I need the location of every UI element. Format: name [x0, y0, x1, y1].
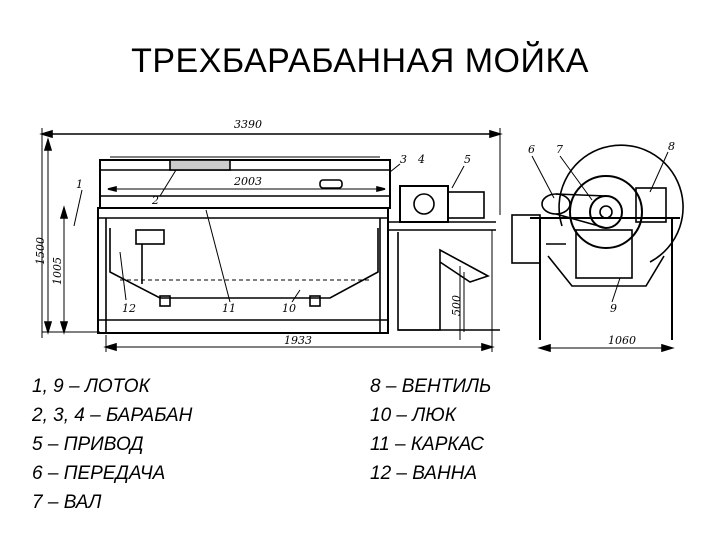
legend-item: 10 – ЛЮК: [370, 405, 456, 426]
callout-11: 11: [222, 302, 236, 315]
drive-motor: [388, 185, 496, 231]
dimension-side-width: [537, 343, 675, 353]
legend-left: 1, 9 – ЛОТОК 2, 3, 4 – БАРАБАН 5 – ПРИВО…: [32, 372, 192, 517]
callout-3: 3: [400, 153, 407, 166]
legend-item: 1, 9 – ЛОТОК: [32, 376, 150, 397]
legend-item: 11 – КАРКАС: [370, 434, 484, 455]
legend-item: 6 – ПЕРЕДАЧА: [32, 463, 166, 484]
legend-item: 8 – ВЕНТИЛЬ: [370, 376, 492, 397]
callout-2: 2: [151, 194, 159, 207]
callout-4: 4: [417, 153, 425, 166]
legend-item: 12 – ВАННА: [370, 463, 478, 484]
side-view: [511, 144, 684, 340]
dim-3390-label: 3390: [234, 118, 262, 131]
bath: [109, 228, 379, 307]
callout-7: 7: [556, 143, 563, 156]
dimension-heights: [42, 137, 100, 335]
dim-2003-label: 2003: [233, 175, 262, 188]
dimension-overall-length: [39, 128, 503, 338]
legend-item: 5 – ПРИВОД: [32, 434, 144, 455]
callout-12: 12: [122, 302, 136, 315]
frame-carcass: [97, 207, 389, 334]
page-title: ТРЕХБАРАБАННАЯ МОЙКА: [131, 42, 589, 80]
callout-6: 6: [528, 143, 535, 156]
legend-item: 2, 3, 4 – БАРАБАН: [32, 405, 193, 426]
callout-1: 1: [76, 178, 83, 191]
dim-1005-label: 1005: [51, 257, 64, 285]
dim-500-label: 500: [450, 295, 463, 316]
callout-8: 8: [668, 140, 675, 153]
legend-item: 7 – ВАЛ: [32, 492, 102, 513]
callout-9: 9: [610, 302, 617, 315]
callout-10: 10: [282, 302, 296, 315]
chute-tray: [397, 232, 500, 340]
dimension-drum-length: [107, 185, 386, 193]
dim-1933-label: 1933: [284, 334, 312, 347]
dimension-bath-length: [103, 230, 495, 352]
dim-1060-label: 1060: [608, 334, 636, 347]
dim-1500-label: 1500: [34, 237, 47, 265]
callout-leaders: [73, 151, 669, 303]
legend-right: 8 – ВЕНТИЛЬ 10 – ЛЮК 11 – КАРКАС 12 – ВА…: [370, 372, 491, 488]
callout-5: 5: [464, 153, 471, 166]
